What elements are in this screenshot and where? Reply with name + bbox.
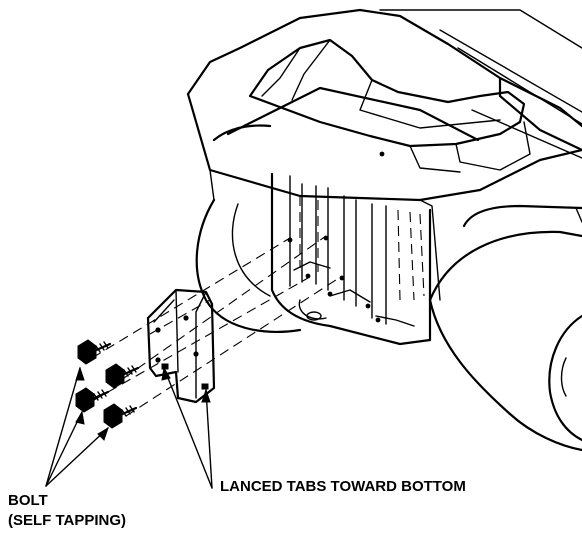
bolt-4 [103,403,138,429]
right-rear-tire [428,204,582,452]
chassis-bracket [270,151,441,346]
hidden-lines [299,196,425,301]
alignment-lines [91,235,343,417]
bolts [75,339,140,429]
bolt-2 [105,363,140,389]
left-rear-tire [195,124,302,333]
bolt-leader-lines [45,366,109,487]
fender-body [186,8,582,202]
frame-rails [379,9,582,159]
bolt-1 [77,339,112,365]
bolt-label: BOLT [8,492,48,509]
lanced-tabs-label: LANCED TABS TOWARD BOTTOM [220,478,466,495]
self-tapping-label: (SELF TAPPING) [8,512,127,529]
seat [248,38,531,173]
bolt-3 [75,387,110,413]
hitch-bracket [146,288,216,404]
tab-leader-lines [161,366,213,489]
